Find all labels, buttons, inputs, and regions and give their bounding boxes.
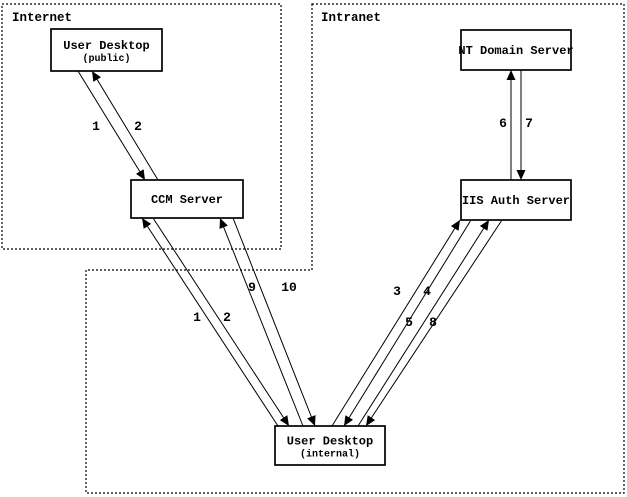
node-user-desktop-internal-sublabel: (internal): [300, 449, 360, 461]
edge-label-7-nt-domain-server-to-iis-auth-server: 7: [525, 116, 533, 131]
zones-layer: Internet Intranet: [1, 3, 625, 494]
edge-line-5-user-desktop-internal-to-iis-auth-server: [357, 219, 490, 427]
node-user-desktop-public-sublabel: (public): [82, 53, 130, 65]
edge-line-3-user-desktop-internal-to-iis-auth-server: [331, 219, 461, 427]
node-user-desktop-public-box: [50, 28, 163, 72]
edge-label-4-iis-auth-server-to-user-desktop-internal: 4: [423, 284, 431, 299]
edge-line-1-user-desktop-internal-to-ccm-server: [141, 217, 279, 427]
edge-line-2-ccm-server-to-user-desktop-internal: [152, 217, 290, 427]
node-user-desktop-internal-box: [274, 425, 386, 466]
node-ccm-server-label: CCM Server: [151, 193, 223, 207]
edge-label-8-iis-auth-server-to-user-desktop-internal: 8: [429, 315, 437, 330]
edge-line-10-ccm-server-to-user-desktop-internal: [232, 217, 316, 427]
edge-line-8-iis-auth-server-to-user-desktop-internal: [365, 219, 503, 427]
node-user-desktop-internal-label: User Desktop: [287, 435, 373, 449]
edge-line-4-iis-auth-server-to-user-desktop-internal: [343, 219, 472, 427]
edge-line-1-user-desktop-public-to-ccm-server: [77, 70, 146, 181]
edge-label-2-ccm-server-to-user-desktop-internal: 2: [223, 310, 231, 325]
zone-internet-outline: [1, 3, 282, 250]
node-iis-auth-server-box: [460, 179, 572, 221]
node-nt-domain-server-box: [460, 29, 572, 71]
zone-intranet-label: Intranet: [321, 11, 381, 25]
edge-label-5-user-desktop-internal-to-iis-auth-server: 5: [405, 315, 413, 330]
node-nt-domain-server-label: NT Domain Server: [458, 44, 573, 58]
edge-line-2-ccm-server-to-user-desktop-public: [91, 70, 159, 181]
zone-internet-label: Internet: [12, 11, 72, 25]
edge-line-9-user-desktop-internal-to-ccm-server: [219, 217, 304, 427]
edge-label-6-iis-auth-server-to-nt-domain-server: 6: [499, 116, 507, 131]
edges-layer: 1 2 6 7 1 2 9 10 3 4 5 8: [77, 70, 533, 427]
node-iis-auth-server-label: IIS Auth Server: [462, 194, 570, 208]
node-user-desktop-public-label: User Desktop: [63, 39, 149, 53]
zone-intranet-outline: [85, 3, 625, 494]
edge-label-1-user-desktop-internal-to-ccm-server: 1: [193, 310, 201, 325]
edge-label-3-user-desktop-internal-to-iis-auth-server: 3: [393, 284, 401, 299]
edge-label-1-user-desktop-public-to-ccm-server: 1: [92, 119, 100, 134]
edge-label-2-ccm-server-to-user-desktop-public: 2: [134, 119, 142, 134]
node-ccm-server-box: [130, 179, 244, 219]
edge-label-10-ccm-server-to-user-desktop-internal: 10: [281, 280, 297, 295]
edge-label-9-user-desktop-internal-to-ccm-server: 9: [248, 280, 256, 295]
